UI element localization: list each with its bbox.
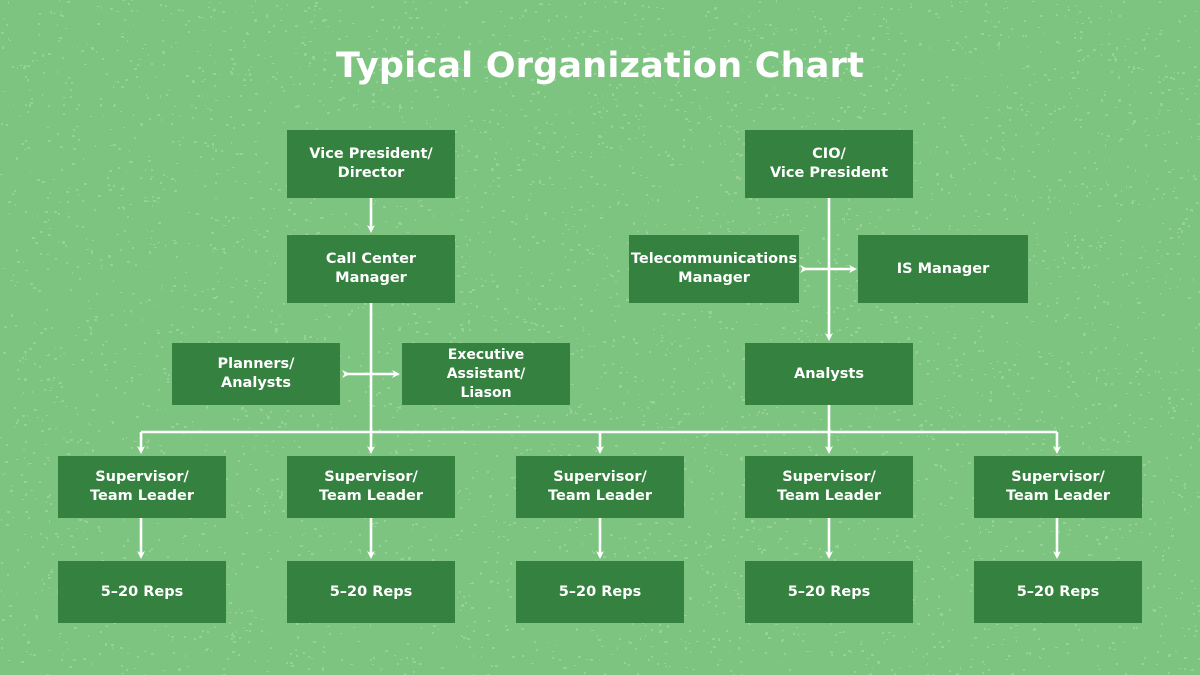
node-exec_assistant[interactable]: Executive Assistant/ Liason — [402, 343, 570, 405]
node-supervisor_4[interactable]: Supervisor/ Team Leader — [745, 456, 913, 518]
node-planners_analysts[interactable]: Planners/ Analysts — [172, 343, 340, 405]
node-reps_5[interactable]: 5–20 Reps — [974, 561, 1142, 623]
node-reps_2[interactable]: 5–20 Reps — [287, 561, 455, 623]
node-reps_3[interactable]: 5–20 Reps — [516, 561, 684, 623]
node-reps_1[interactable]: 5–20 Reps — [58, 561, 226, 623]
node-reps_4[interactable]: 5–20 Reps — [745, 561, 913, 623]
node-call_center_mgr[interactable]: Call Center Manager — [287, 235, 455, 303]
node-is_mgr[interactable]: IS Manager — [858, 235, 1028, 303]
node-cio_vp[interactable]: CIO/ Vice President — [745, 130, 913, 198]
node-supervisor_2[interactable]: Supervisor/ Team Leader — [287, 456, 455, 518]
node-analysts[interactable]: Analysts — [745, 343, 913, 405]
node-vp_director[interactable]: Vice President/ Director — [287, 130, 455, 198]
node-telecom_mgr[interactable]: Telecommunications Manager — [629, 235, 799, 303]
node-supervisor_3[interactable]: Supervisor/ Team Leader — [516, 456, 684, 518]
node-supervisor_5[interactable]: Supervisor/ Team Leader — [974, 456, 1142, 518]
node-supervisor_1[interactable]: Supervisor/ Team Leader — [58, 456, 226, 518]
page-title: Typical Organization Chart — [335, 46, 864, 86]
